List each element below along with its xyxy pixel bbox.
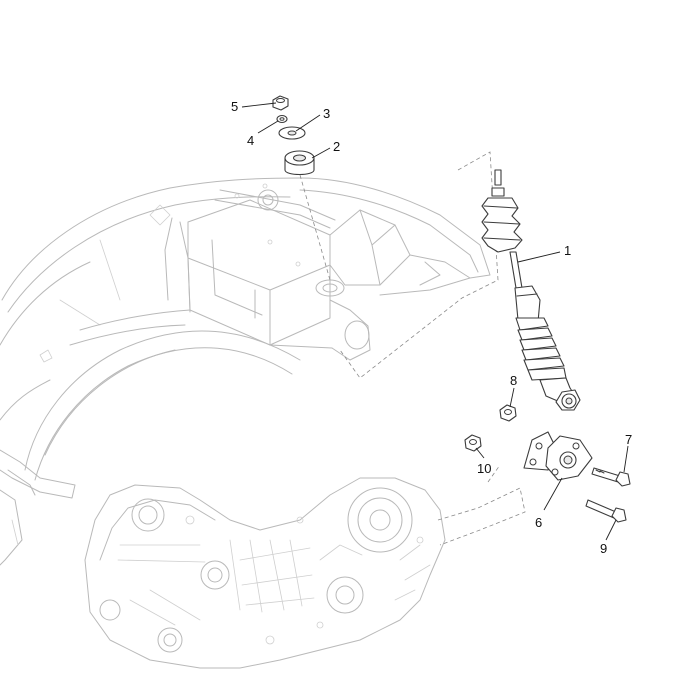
callout-1: 1 <box>564 243 571 258</box>
frame-mudguard <box>0 177 491 566</box>
part-9-bolt <box>585 499 627 523</box>
part-5-nut <box>272 95 289 111</box>
leader-lines <box>241 102 629 541</box>
part-10-nut <box>464 434 482 452</box>
callout-5: 5 <box>231 99 238 114</box>
bracket-assembly-dashed-outline <box>437 464 526 546</box>
mount-axis-line <box>299 174 331 281</box>
frame-assembly-dashed-outline <box>339 151 499 379</box>
part-4-small-washer <box>276 114 288 124</box>
part-8-nut <box>499 404 517 422</box>
callout-4: 4 <box>247 133 254 148</box>
part-1-shock-absorber <box>481 169 581 411</box>
callout-6: 6 <box>535 515 542 530</box>
callout-8: 8 <box>510 373 517 388</box>
callout-10: 10 <box>477 461 491 476</box>
engine-crankcase <box>84 477 446 669</box>
part-7-bolt <box>591 467 631 487</box>
callout-9: 9 <box>600 541 607 556</box>
callout-labels: 1 2 3 4 5 6 7 8 9 10 <box>231 99 632 556</box>
callout-2: 2 <box>333 139 340 154</box>
part-2-rubber-bush <box>284 150 315 176</box>
callout-3: 3 <box>323 106 330 121</box>
callout-7: 7 <box>625 432 632 447</box>
part-6-bracket <box>523 431 593 481</box>
part-3-washer <box>278 126 306 140</box>
